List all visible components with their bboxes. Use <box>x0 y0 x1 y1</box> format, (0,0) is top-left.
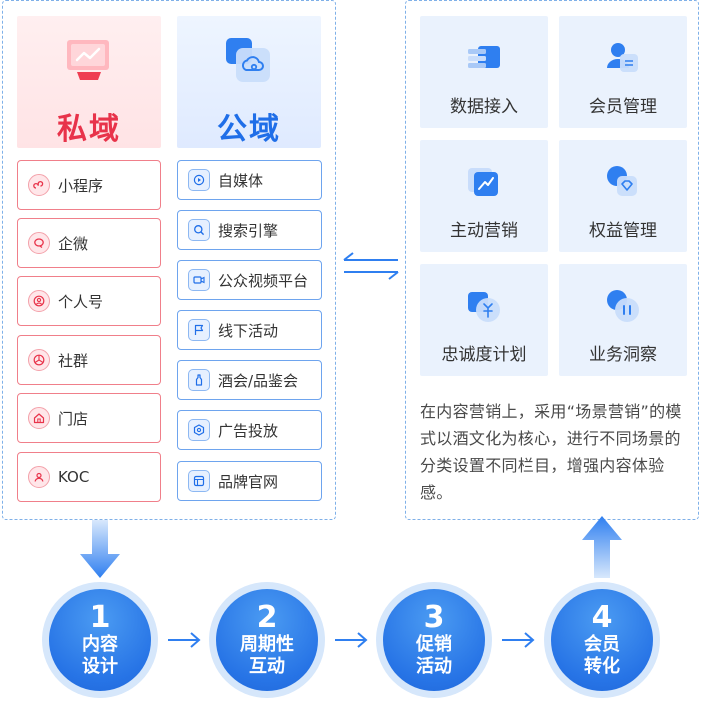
public-channel-official-site: 品牌官网 <box>177 461 322 501</box>
step-label-line1: 会员 <box>584 634 620 655</box>
channel-label: 门店 <box>58 409 89 428</box>
feature-active-marketing: 主动营销 <box>420 140 548 252</box>
feature-member-management: 会员管理 <box>559 16 687 128</box>
channel-label: 企微 <box>58 234 89 253</box>
step-3-circle: 3 促销 活动 <box>376 582 492 698</box>
trend-icon <box>464 162 504 202</box>
step-label-line2: 活动 <box>416 656 452 677</box>
feature-label: 数据接入 <box>450 97 518 117</box>
channel-label: 公众视频平台 <box>218 271 309 290</box>
up-arrow-icon <box>582 516 622 578</box>
feature-business-insight: 业务洞察 <box>559 264 687 376</box>
channel-label: 个人号 <box>58 292 104 311</box>
mini-program-icon <box>28 174 50 196</box>
step-label-line2: 互动 <box>249 656 285 677</box>
feature-label: 权益管理 <box>589 221 657 241</box>
private-channel-mini-program: 小程序 <box>17 160 161 210</box>
feature-label: 主动营销 <box>450 221 518 241</box>
public-channel-search-engine: 搜索引擎 <box>177 210 322 250</box>
feature-label: 忠诚度计划 <box>441 345 527 365</box>
public-channel-tasting-events: 酒会/品鉴会 <box>177 360 322 400</box>
community-icon <box>28 349 50 371</box>
feature-data-access: 数据接入 <box>420 16 548 128</box>
public-channel-video-platform: 公众视频平台 <box>177 260 322 300</box>
step-number: 4 <box>591 600 613 635</box>
channel-label: 搜索引擎 <box>218 221 279 240</box>
ad-icon <box>188 419 210 441</box>
step-label-line2: 转化 <box>584 656 620 677</box>
private-channel-store: 门店 <box>17 393 161 443</box>
channel-label: 小程序 <box>58 176 104 195</box>
feature-loyalty-program: 忠诚度计划 <box>420 264 548 376</box>
step-4-circle: 4 会员 转化 <box>544 582 660 698</box>
play-icon <box>188 169 210 191</box>
right-arrow-icon <box>334 630 368 650</box>
insight-icon <box>603 286 643 326</box>
channel-label: 线下活动 <box>218 321 279 340</box>
step-label-line1: 促销 <box>416 634 452 655</box>
cloud-icon <box>224 36 274 86</box>
bottle-icon <box>188 369 210 391</box>
store-icon <box>28 407 50 429</box>
right-arrow-icon <box>167 630 201 650</box>
step-number: 2 <box>256 600 278 635</box>
private-channel-wecom: 企微 <box>17 218 161 268</box>
step-label-line2: 设计 <box>82 656 118 677</box>
coin-icon <box>464 286 504 326</box>
channel-label: 酒会/品鉴会 <box>218 371 299 390</box>
private-domain-title: 私域 <box>57 112 121 147</box>
channel-label: 品牌官网 <box>218 472 279 491</box>
feature-label: 业务洞察 <box>589 345 657 365</box>
feature-rights-management: 权益管理 <box>559 140 687 252</box>
private-domain-header: 私域 <box>17 16 161 148</box>
bidirectional-arrows-icon <box>340 250 402 282</box>
feature-label: 会员管理 <box>589 97 657 117</box>
wecom-icon <box>28 232 50 254</box>
person-icon <box>28 466 50 488</box>
channel-label: 广告投放 <box>218 421 279 440</box>
diamond-icon <box>603 162 643 202</box>
public-channel-self-media: 自媒体 <box>177 160 322 200</box>
capabilities-box <box>405 0 699 520</box>
step-2-circle: 2 周期性 互动 <box>209 582 325 698</box>
description-text: 在内容营销上，采用“场景营销”的模式以酒文化为核心，进行不同场景的分类设置不同栏… <box>420 402 682 502</box>
monitor-icon <box>64 36 114 86</box>
step-label-line1: 内容 <box>82 634 118 655</box>
private-channel-koc: KOC <box>17 452 161 502</box>
channel-label: KOC <box>58 468 90 486</box>
step-label-line1: 周期性 <box>240 634 294 655</box>
public-channel-offline-events: 线下活动 <box>177 310 322 350</box>
public-channel-advertising: 广告投放 <box>177 410 322 450</box>
step-number: 3 <box>423 600 445 635</box>
website-icon <box>188 470 210 492</box>
step-1-circle: 1 内容 设计 <box>42 582 158 698</box>
step-number: 1 <box>89 600 111 635</box>
down-arrow-icon <box>80 520 120 578</box>
data-icon <box>464 38 504 78</box>
public-domain-title: 公域 <box>217 112 281 147</box>
channel-label: 社群 <box>58 351 89 370</box>
member-icon <box>603 38 643 78</box>
channels-box <box>2 0 336 520</box>
video-icon <box>188 269 210 291</box>
user-icon <box>28 290 50 312</box>
private-channel-personal: 个人号 <box>17 276 161 326</box>
flag-icon <box>188 319 210 341</box>
private-channel-community: 社群 <box>17 335 161 385</box>
search-icon <box>188 219 210 241</box>
public-domain-header: 公域 <box>177 16 321 148</box>
right-arrow-icon <box>501 630 535 650</box>
channel-label: 自媒体 <box>218 171 264 190</box>
